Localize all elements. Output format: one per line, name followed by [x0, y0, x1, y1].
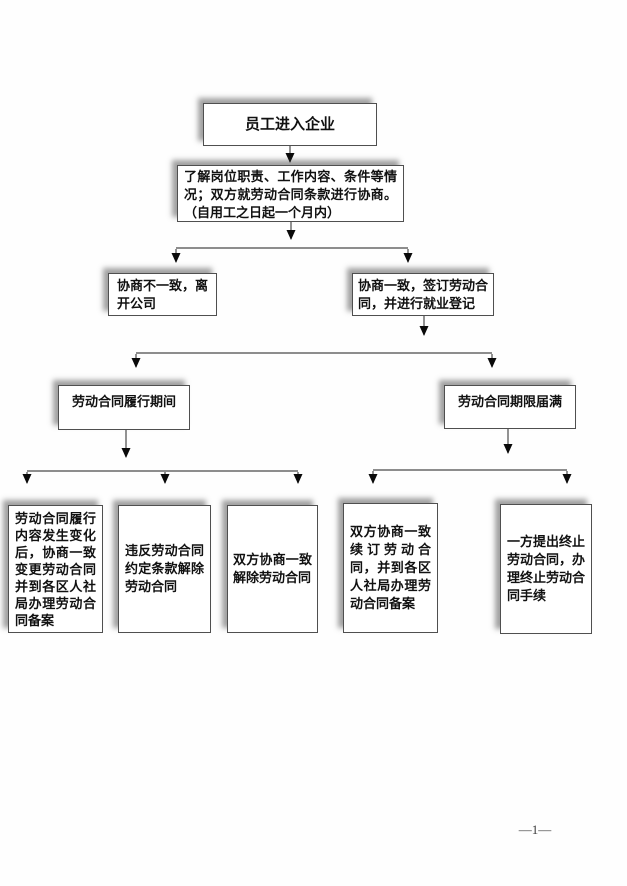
node-modify-contract-and-file-record-label: 劳动合同履行内容发生变化后，协商一致变更劳动合同并到各区人社局办理劳动合同备案	[15, 511, 96, 628]
node-negotiation-succeeds-sign-contract-label: 协商一致，签订劳动合同，并进行就业登记	[358, 278, 489, 311]
node-contract-performance-period: 劳动合同履行期间	[58, 385, 190, 430]
node-employee-enters-company-label: 员工进入企业	[244, 115, 335, 133]
node-rescind-by-mutual-agreement: 双方协商一致解除劳动合同	[227, 505, 318, 633]
node-employee-enters-company: 员工进入企业	[203, 103, 377, 146]
node-negotiation-fails-leave-company-label: 协商不一致，离开公司	[117, 278, 209, 311]
node-contract-term-expires-label: 劳动合同期限届满	[457, 394, 562, 409]
page-number: —1—	[518, 822, 552, 837]
node-terminate-contract-procedures-label: 一方提出终止劳动合同，办理终止劳动合同手续	[507, 534, 586, 603]
node-renew-contract-and-file-record: 双方协商一致续订劳动合同，并到各区人社局办理劳动合同备案	[343, 503, 438, 633]
node-modify-contract-and-file-record: 劳动合同履行内容发生变化后，协商一致变更劳动合同并到各区人社局办理劳动合同备案	[8, 505, 103, 633]
node-contract-performance-period-label: 劳动合同履行期间	[71, 394, 176, 409]
node-terminate-contract-procedures: 一方提出终止劳动合同，办理终止劳动合同手续	[500, 504, 592, 634]
node-understand-job-and-negotiate-label: 了解岗位职责、工作内容、条件等情况；双方就劳动合同条款进行协商。（自用工之日起一…	[184, 169, 397, 220]
node-negotiation-fails-leave-company: 协商不一致，离开公司	[108, 273, 217, 316]
node-rescind-by-mutual-agreement-label: 双方协商一致解除劳动合同	[233, 552, 312, 585]
node-negotiation-succeeds-sign-contract: 协商一致，签订劳动合同，并进行就业登记	[352, 273, 494, 316]
node-renew-contract-and-file-record-label: 双方协商一致续订劳动合同，并到各区人社局办理劳动合同备案	[350, 524, 431, 611]
node-contract-term-expires: 劳动合同期限届满	[444, 385, 576, 429]
node-rescind-for-violation: 违反劳动合同约定条款解除劳动合同	[118, 505, 211, 633]
node-understand-job-and-negotiate: 了解岗位职责、工作内容、条件等情况；双方就劳动合同条款进行协商。（自用工之日起一…	[177, 165, 404, 222]
node-rescind-for-violation-label: 违反劳动合同约定条款解除劳动合同	[125, 543, 204, 594]
